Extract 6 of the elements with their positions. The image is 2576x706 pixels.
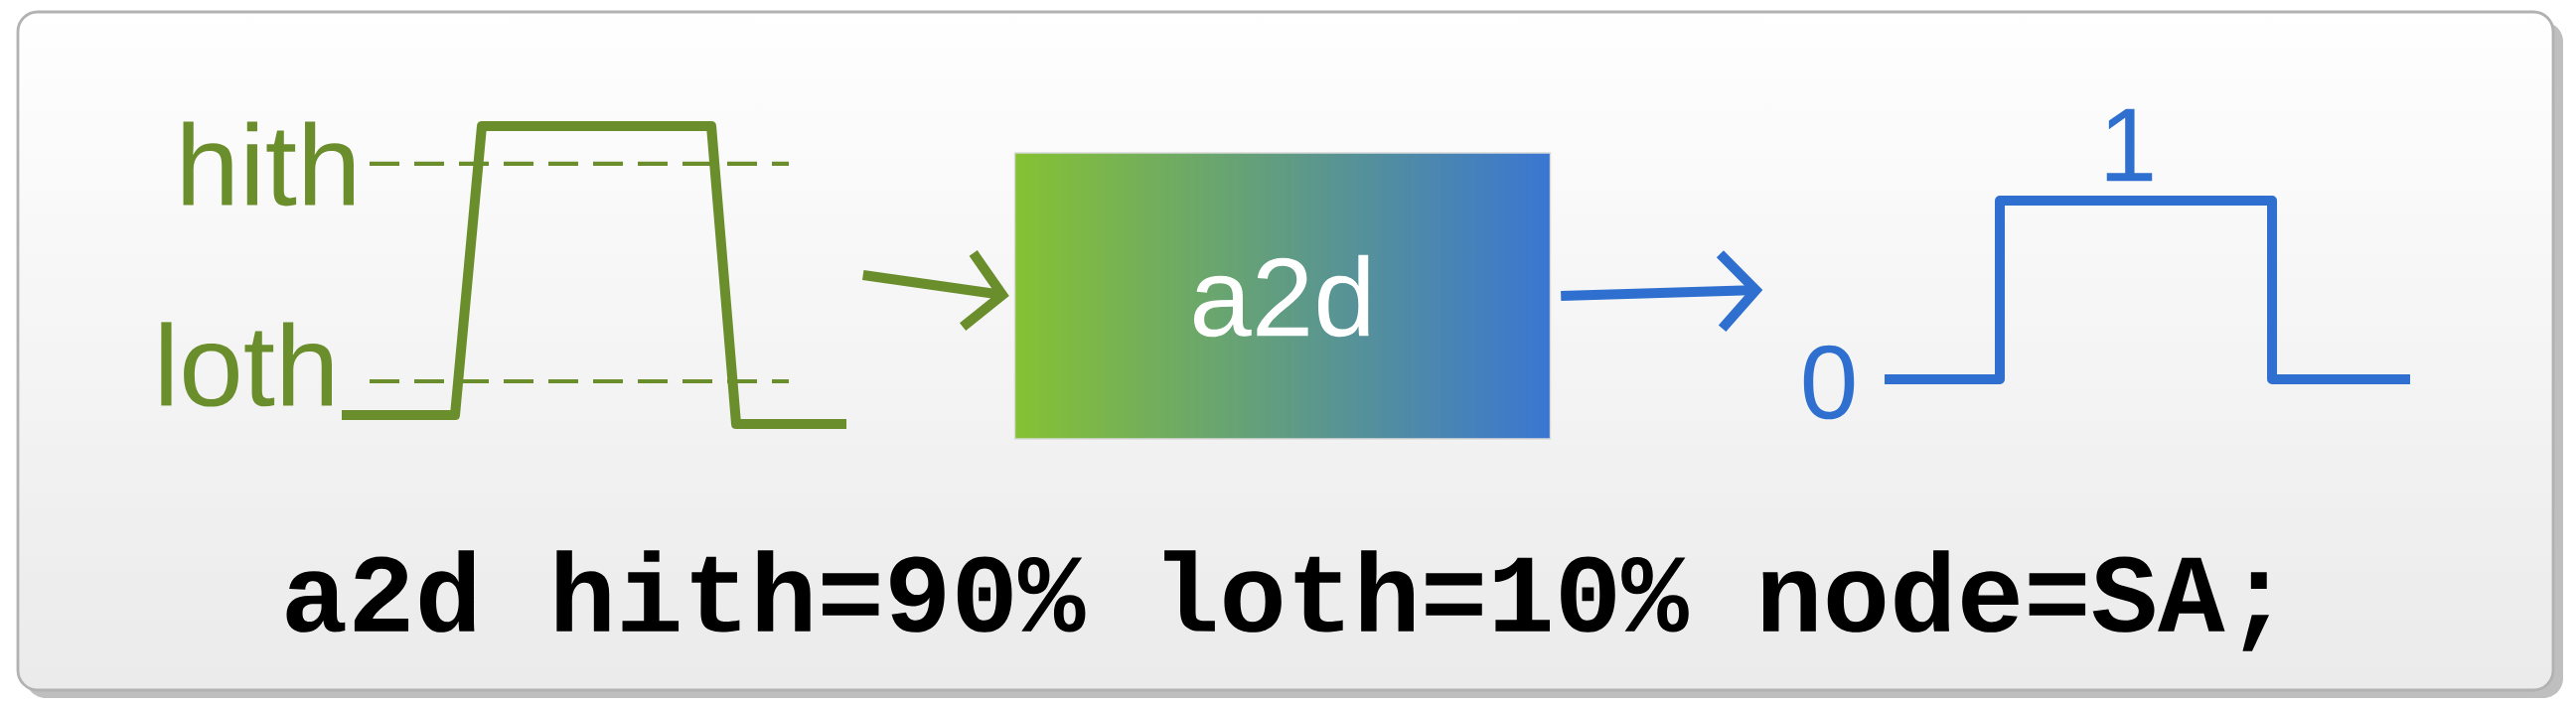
code-line: a2d hith=90% loth=10% node=SA;	[286, 550, 2270, 651]
threshold-label: hith	[183, 121, 354, 207]
digital-waveform-drawing	[1885, 196, 2411, 384]
level-label: 0	[1803, 345, 1855, 420]
arrow	[1561, 250, 1763, 332]
process-box: a2d	[1013, 152, 1552, 440]
